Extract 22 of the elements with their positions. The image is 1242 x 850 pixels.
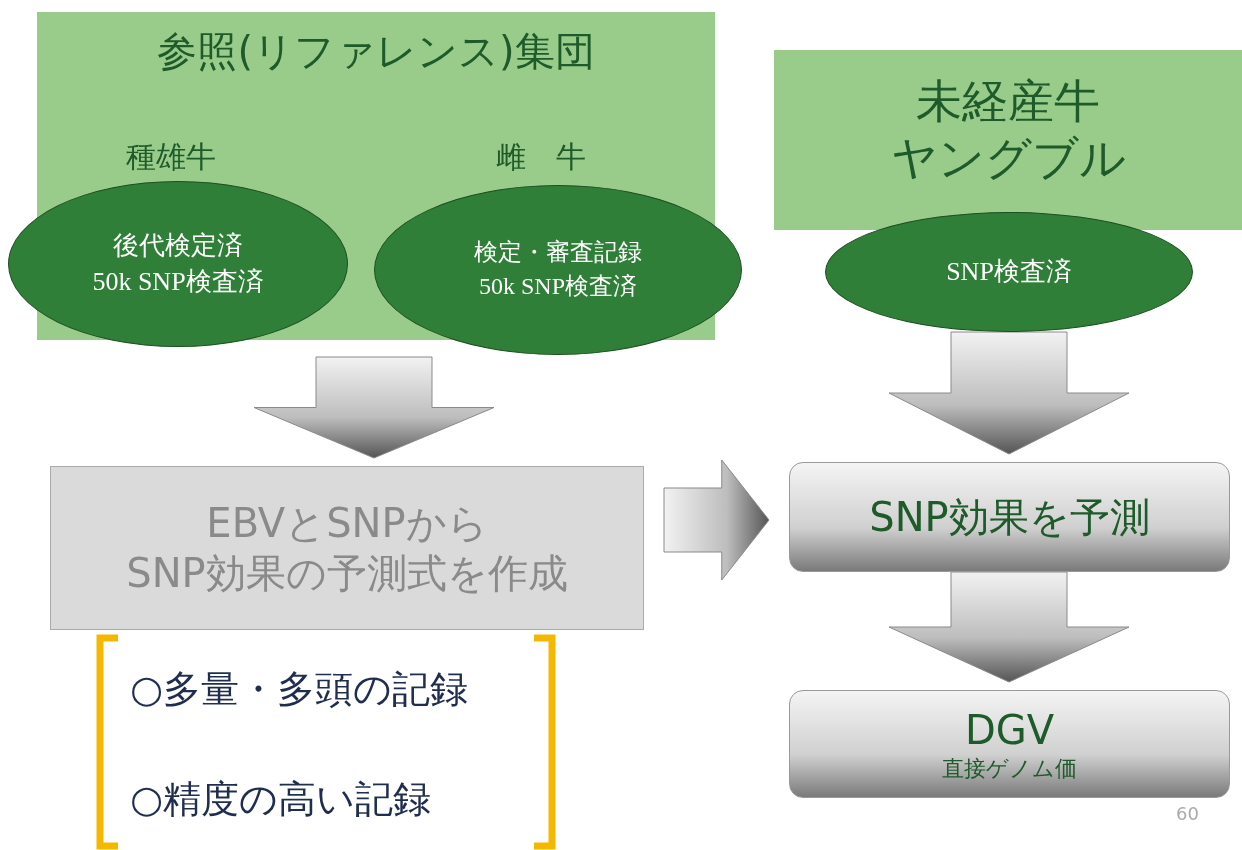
block-arrow	[253, 356, 495, 459]
node-label: EBVとSNPからSNP効果の予測式を作成	[126, 499, 568, 598]
page-number: 60	[1176, 803, 1199, 824]
panel-title: 未経産牛ヤングブル	[890, 72, 1126, 187]
node-label: DGV	[964, 706, 1055, 756]
block-arrow	[888, 571, 1130, 683]
panel-title: 参照(リファレンス)集団	[157, 27, 595, 76]
group-label: 種雄牛	[126, 138, 216, 176]
block-arrow	[663, 459, 770, 581]
block-arrow	[888, 331, 1130, 455]
node-label: SNP検査済	[946, 255, 1072, 288]
process-box	[789, 462, 1230, 572]
list-item: ○多量・多頭の記録	[130, 666, 469, 713]
group-panel	[774, 50, 1242, 230]
node-label: 後代検定済50k SNP検査済	[92, 229, 264, 298]
node-sublabel: 直接ゲノム価	[942, 755, 1077, 783]
process-box	[789, 690, 1230, 798]
list-item: ○精度の高い記録	[130, 776, 432, 823]
node-label: SNP効果を予測	[869, 493, 1150, 542]
group-label: 雌 牛	[496, 138, 586, 176]
node-label: 検定・審査記録50k SNP検査済	[474, 238, 642, 301]
process-box	[50, 466, 644, 630]
